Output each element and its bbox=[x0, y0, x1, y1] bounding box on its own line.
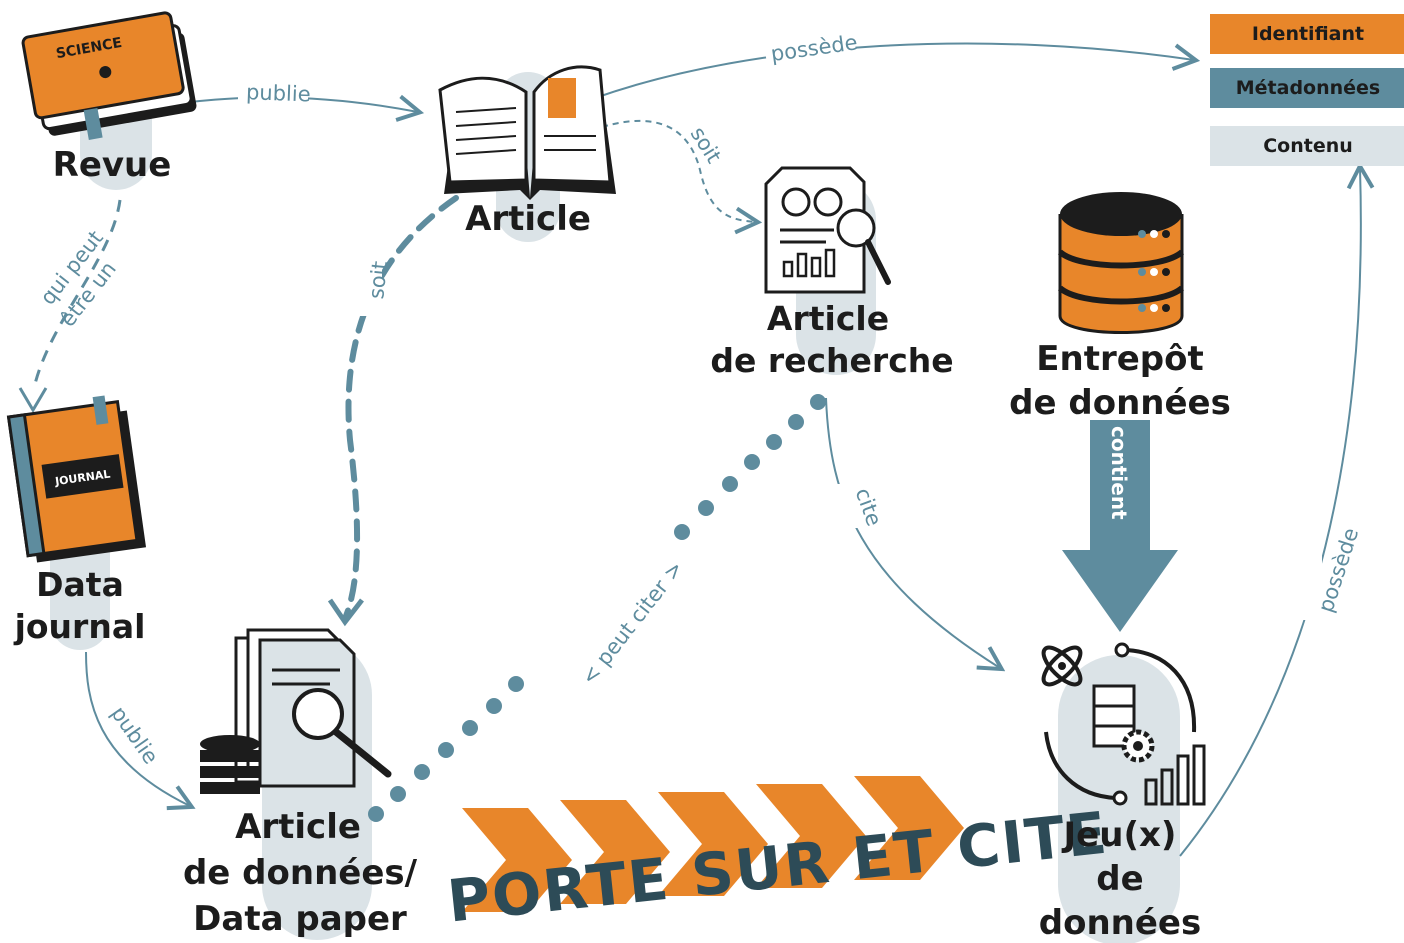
article-recherche-label-2: de recherche bbox=[710, 341, 953, 380]
article-label: Article bbox=[465, 199, 591, 239]
revue-label: Revue bbox=[53, 145, 172, 185]
banner-chevrons bbox=[462, 776, 964, 912]
data-journal-label-2: journal bbox=[13, 607, 146, 646]
science-book-icon: SCIENCE bbox=[21, 11, 197, 140]
legend-identifiant: Identifiant bbox=[1252, 23, 1364, 45]
edge-article-soit-donnees bbox=[343, 195, 459, 619]
edge-label-soit-2: soit bbox=[364, 260, 392, 300]
edge-revue-datajournal bbox=[32, 199, 122, 389]
article-donnees-label-1: Article bbox=[235, 807, 361, 847]
jeux-label-1: Jeu(x) bbox=[1062, 815, 1177, 855]
legend-contenu-bar bbox=[1210, 126, 1404, 166]
jeux-label-2: de bbox=[1096, 859, 1143, 899]
contient-arrow bbox=[1062, 420, 1178, 632]
legend-identifiant-bar bbox=[1210, 14, 1404, 54]
edge-article-possede bbox=[594, 42, 1194, 99]
edge-label-publie-2: publie bbox=[106, 702, 163, 769]
article-recherche-label-1: Article bbox=[767, 299, 889, 338]
edge-label-contient: contient bbox=[1107, 426, 1131, 520]
edge-article-soit-donnees-head bbox=[327, 598, 364, 627]
edge-datajournal-publie bbox=[85, 651, 190, 806]
report-magnifier-icon bbox=[764, 166, 891, 294]
data-journal-label-1: Data bbox=[36, 565, 124, 604]
database-icon bbox=[1057, 192, 1185, 334]
article-donnees-label-2: de données/ bbox=[183, 853, 418, 893]
legend-contenu: Contenu bbox=[1263, 135, 1353, 157]
documents-database-icon bbox=[200, 628, 392, 794]
edge-revue-datajournal-head bbox=[18, 387, 48, 413]
legend-metadonnees-bar bbox=[1210, 68, 1404, 108]
edge-peut-citer-dots bbox=[368, 394, 826, 822]
edge-label-publie-1: publie bbox=[246, 80, 311, 106]
edge-jeux-possede bbox=[1179, 168, 1361, 857]
legend-metadonnees: Métadonnées bbox=[1236, 77, 1381, 99]
article-donnees-label-3: Data paper bbox=[193, 899, 407, 939]
entrepot-label-2: de données bbox=[1009, 383, 1231, 423]
jeux-label-3: données bbox=[1039, 903, 1201, 943]
edge-article-soit-recherche bbox=[601, 119, 756, 222]
banner-text: PORTE SUR ET CITE bbox=[444, 799, 1111, 936]
entrepot-label-1: Entrepôt bbox=[1036, 339, 1203, 379]
journal-book-icon: JOURNAL bbox=[6, 395, 147, 563]
edge-recherche-cite-jeux bbox=[825, 397, 1000, 668]
edge-label-peut-citer: < peut citer > bbox=[577, 556, 688, 689]
edge-label-soit-1: soit bbox=[686, 123, 726, 168]
data-science-icon bbox=[1041, 642, 1206, 806]
open-book-icon bbox=[438, 65, 616, 200]
